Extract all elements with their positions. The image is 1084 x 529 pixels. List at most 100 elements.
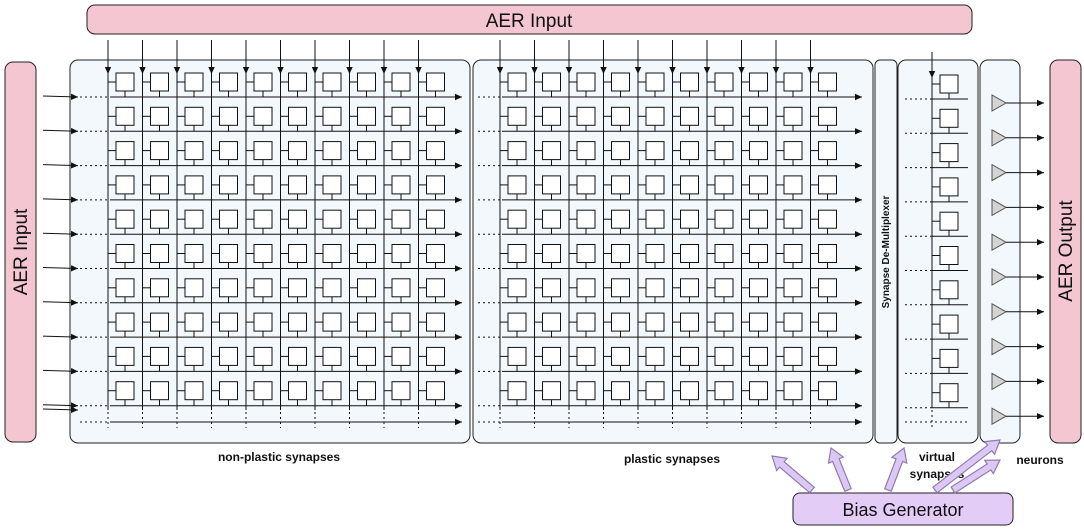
plastic-synapse-cell [680,312,699,332]
non-plastic-synapse-cell [426,141,445,161]
virtual-synapse-cell [939,383,959,403]
bias-arrow [827,446,852,493]
non-plastic-synapse-cell [322,175,342,195]
plastic-synapse-cell [645,106,665,126]
non-plastic-synapse-cell [357,209,376,229]
plastic-synapse-cell [576,346,596,366]
plastic-synapse-cell [680,209,699,229]
plastic-synapse-cell [749,209,768,229]
non-plastic-synapse-cell [150,244,169,263]
plastic-synapse-cell [611,244,630,263]
bias-arrow [883,446,908,492]
plastic-synapse-cell [680,346,699,366]
non-plastic-synapse-cell [115,312,135,332]
plastic-synapse-cell [507,312,527,332]
plastic-synapse-cell [645,72,665,92]
non-plastic-synapse-cell [391,312,411,332]
non-plastic-synapse-cell [322,278,342,298]
aer-left-input-arrow [42,230,79,238]
neuron-soma [991,268,1008,286]
non-plastic-synapse-cell [322,209,342,229]
aer-left-input-arrow [42,93,79,100]
plastic-synapse-cell [818,106,837,126]
bias-generator-box [792,492,1014,526]
non-plastic-synapse-cell [184,312,204,332]
plastic-synapse-cell [818,209,837,229]
non-plastic-synapse-cell [322,72,342,92]
plastic-synapse-cell [783,72,803,92]
plastic-synapse-cell [576,141,596,161]
non-plastic-synapse-cell [357,244,376,263]
non-plastic-synapse-cell [115,209,135,229]
aer-output-label: AER Output [1056,200,1077,302]
non-plastic-synapse-cell [115,346,135,366]
plastic-synapse-cell [542,381,561,401]
plastic-synapse-cell [714,175,734,195]
plastic-synapse-cell [714,244,734,263]
non-plastic-synapse-cell [184,175,204,195]
virtual-synapse-cell [939,108,959,128]
non-plastic-synapse-cell [115,106,135,126]
plastic-synapse-cell [542,244,561,263]
virtual-synapse-cell [939,211,959,231]
aer-left-input-arrow [42,402,79,409]
non-plastic-synapse-cell [288,106,307,126]
plastic-synapse-cell [542,278,561,298]
plastic-synapse-cell [783,244,803,263]
non-plastic-synapse-cell [184,106,204,126]
plastic-synapse-cell [783,106,803,126]
aer-input-top-bar [86,4,973,35]
non-plastic-synapse-cell [115,72,135,92]
plastic-synapse-cell [576,381,596,401]
aer-left-input-arrow [42,162,79,169]
neuron-column [991,94,1044,426]
non-plastic-synapse-cell [219,209,238,229]
non-plastic-synapse-cell [150,175,169,195]
neuron-soma [991,407,1008,426]
virtual-synapse-cell [939,246,959,265]
bias-arrow [950,459,1001,494]
plastic-synapse-cell [507,141,527,161]
plastic-synapse-cell [783,381,803,401]
aer-left-input-arrow [42,127,79,135]
bias-arrow [932,439,1001,494]
plastic-synapse-cell [611,175,630,195]
plastic-synapse-cell [507,381,527,401]
plastic-synapse-cell [818,175,837,195]
plastic-synapse-cell [818,312,837,332]
non-plastic-synapse-cell [253,141,273,161]
non-plastic-synapse-cell [322,244,342,263]
plastic-synapse-cell [818,141,837,161]
non-plastic-synapse-cell [288,209,307,229]
plastic-synapse-cell [542,106,561,126]
non-plastic-synapse-cell [357,175,376,195]
non-plastic-synapse-cell [150,346,169,366]
non-plastic-synapse-cell [150,209,169,229]
plastic-synapse-cell [680,141,699,161]
non-plastic-synapse-cell [150,106,169,126]
non-plastic-synapse-cell [288,175,307,195]
plastic-synapse-cell [714,106,734,126]
virtual-synapse-column [905,52,968,428]
non-plastic-synapse-cell [426,244,445,263]
non-plastic-synapse-cell [426,175,445,195]
non-plastic-synapse-cell [219,141,238,161]
plastic-synapse-cell [749,244,768,263]
non-plastic-synapse-cell [357,312,376,332]
plastic-synapse-cell [714,278,734,298]
plastic-synapse-cell [749,72,768,92]
plastic-synapse-cell [611,381,630,401]
plastic-synapse-cell [611,312,630,332]
non-plastic-synapse-cell [391,346,411,366]
non-plastic-synapse-cell [115,381,135,401]
plastic-synapse-cell [680,106,699,126]
non-plastic-synapse-cell [150,381,169,401]
plastic-synapse-cell [783,209,803,229]
neuron-soma [991,94,1008,112]
plastic-synapse-cell [611,106,630,126]
neuron-soma [991,128,1008,147]
non-plastic-synapse-cell [426,312,445,332]
plastic-synapse-cell [576,278,596,298]
plastic-synapse-cell [611,141,630,161]
